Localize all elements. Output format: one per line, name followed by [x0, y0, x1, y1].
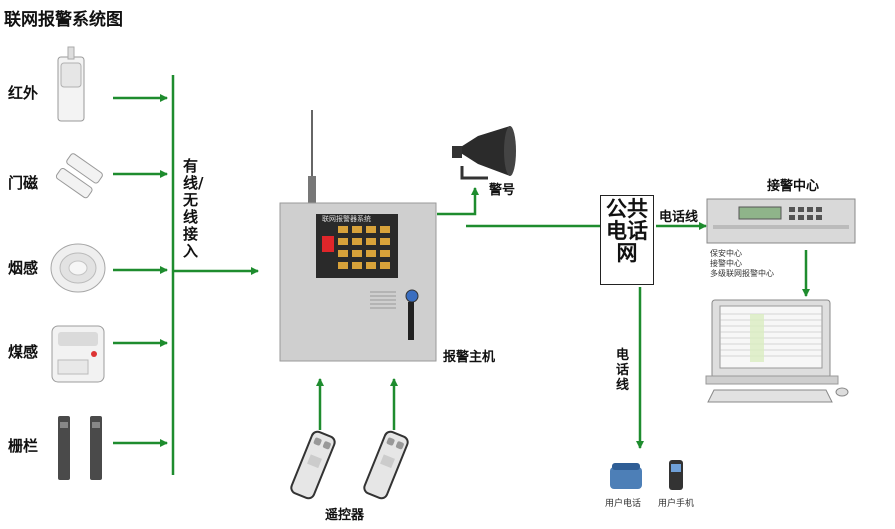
- center-item-3: 多级联网报警中心: [710, 269, 774, 278]
- pstn-box: 公共电话网: [600, 195, 654, 285]
- siren-label: 警号: [489, 183, 516, 198]
- gas-detector-icon: [51, 325, 105, 383]
- user-mobile-icon: [669, 460, 683, 490]
- remote-control-icon-2: [363, 430, 409, 500]
- phone-line-label-top: 电话线: [659, 210, 699, 225]
- user-phone-icon: [610, 463, 642, 489]
- center-item-1: 保安中心: [710, 249, 742, 258]
- arrow-host-to-siren: [437, 187, 479, 216]
- siren-icon: [452, 126, 516, 180]
- center-label: 接警中心: [767, 179, 820, 194]
- beam-fence-icon: [58, 416, 102, 480]
- pir-sensor-icon: [57, 46, 85, 122]
- monitoring-computer-icon: [705, 299, 849, 403]
- alarm-host-icon: [279, 110, 437, 362]
- sensor-label-door: 门磁: [8, 174, 39, 192]
- host-panel-text: 联网报警器系统: [322, 215, 371, 223]
- access-label: 有线/无线接入: [183, 157, 204, 260]
- user-device-mobile-label: 用户手机: [658, 499, 695, 509]
- door-magnet-icon: [55, 153, 103, 199]
- sensor-label-smoke: 烟感: [8, 259, 39, 277]
- remote-control-icon-1: [290, 430, 336, 500]
- sensor-label-fence: 栅栏: [8, 437, 39, 455]
- sensor-label-gas: 煤感: [8, 343, 39, 361]
- alarm-center-receiver-icon: [706, 198, 856, 244]
- page-title: 联网报警系统图: [4, 10, 123, 30]
- user-device-phone-label: 用户电话: [605, 499, 642, 509]
- center-item-2: 接警中心: [710, 259, 742, 268]
- remote-label: 遥控器: [325, 508, 365, 523]
- phone-line-label-down: 电话线: [616, 348, 630, 393]
- smoke-detector-icon: [50, 243, 106, 293]
- host-label: 报警主机: [443, 350, 496, 365]
- sensor-label-pir: 红外: [8, 84, 39, 102]
